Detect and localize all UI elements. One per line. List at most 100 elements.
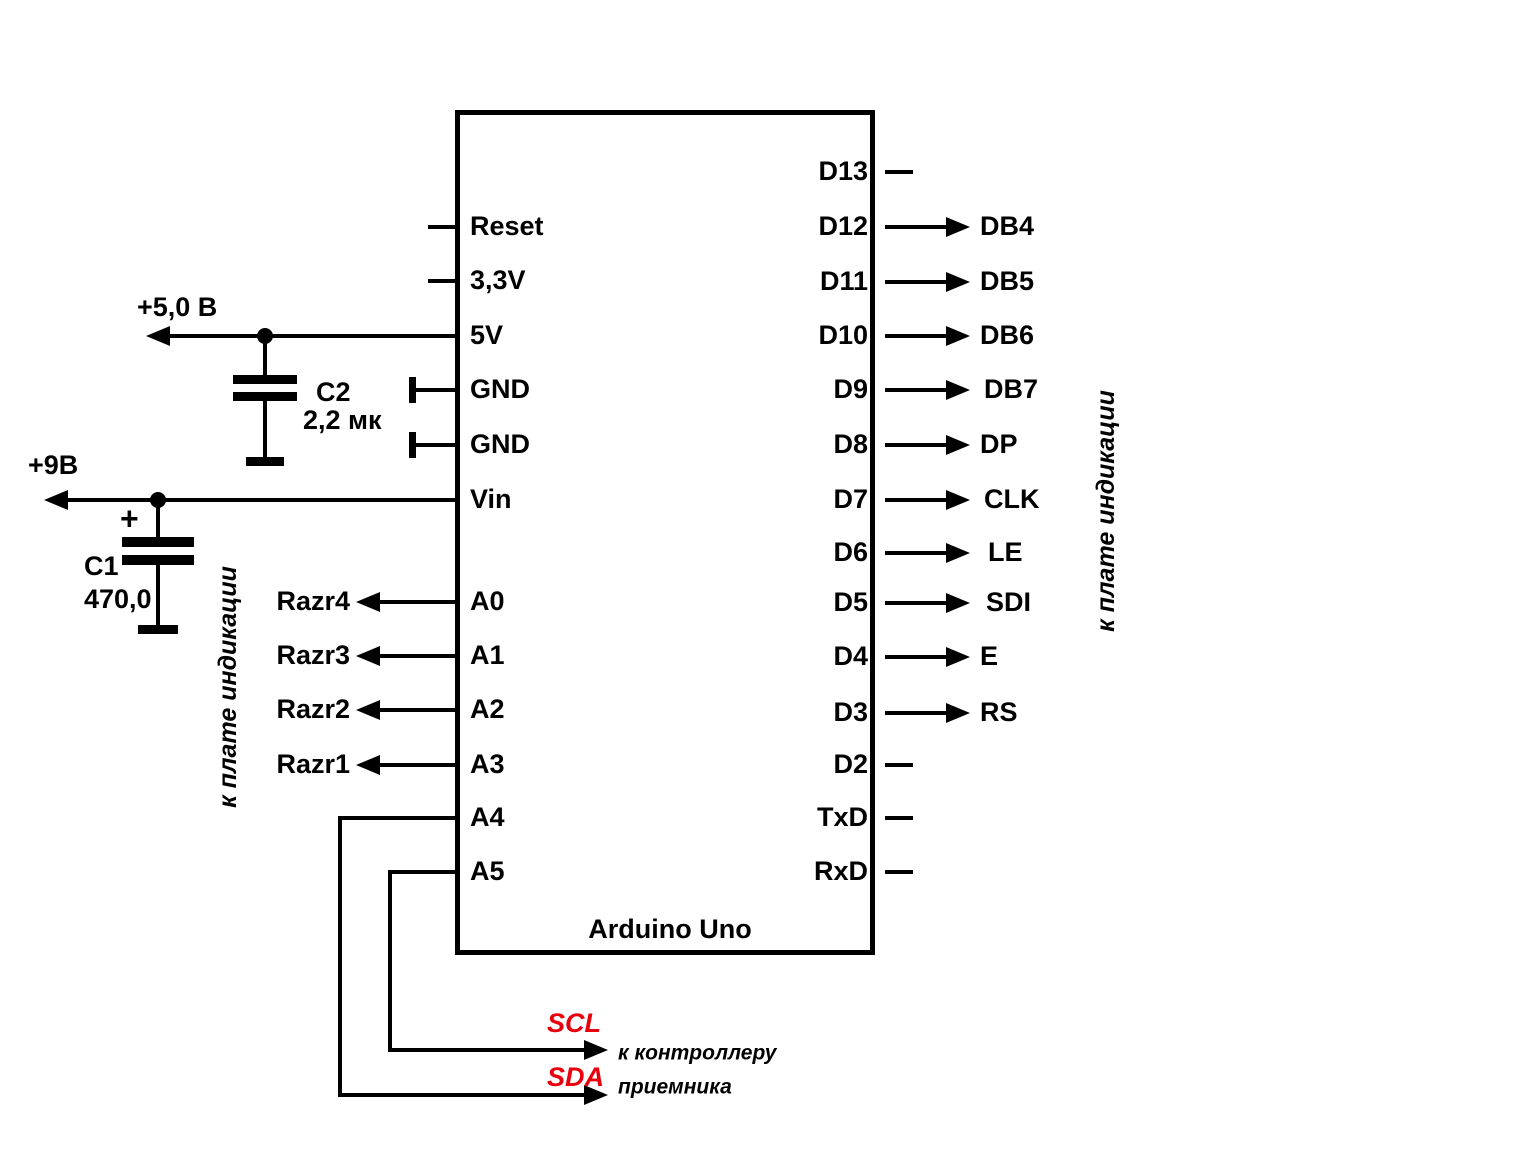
pin-label-a1: A1 [470,640,505,671]
cap-c2-plate-bottom [233,392,297,401]
stub-txd [885,816,913,820]
wire-a5-v [388,870,392,1052]
arrow-right-d11-icon [946,272,970,292]
pin-label-d6: D6 [833,537,868,568]
signal-label-db5: DB5 [980,266,1035,297]
chip-title: Arduino Uno [588,914,752,945]
wire-9v [58,498,455,502]
pin-label-d3: D3 [833,697,868,728]
pin-label-5v: 5V [470,320,504,351]
pin-label-a0: A0 [470,586,505,617]
arrow-right-d8-icon [946,435,970,455]
pin-label-3v3: 3,3V [470,265,526,296]
label-plus9v: +9В [28,450,79,481]
arrow-right-sda-icon [584,1085,608,1105]
wire-d8 [885,443,946,447]
wire-d10 [885,334,946,338]
pin-label-d4: D4 [833,641,868,672]
pin-label-reset: Reset [470,211,544,242]
pin-label-a5: A5 [470,856,505,887]
wire-5v [160,334,455,338]
wire-a5-h2 [388,1048,586,1052]
stub-gnd2-cap [409,432,416,458]
cap-c1-plate-bottom [122,555,194,565]
arrow-right-d5-icon [946,593,970,613]
arrow-right-d3-icon [946,703,970,723]
ground-c2 [246,457,284,466]
signal-label-rs: RS [980,697,1018,728]
arrow-right-d6-icon [946,543,970,563]
wire-d12 [885,225,946,229]
pin-label-d7: D7 [833,484,868,515]
wire-a4-v [338,816,342,1097]
signal-label-e: E [980,641,999,672]
pin-label-d10: D10 [818,320,868,351]
signal-label-razr3: Razr3 [276,640,350,671]
arrow-right-scl-icon [584,1040,608,1060]
pin-label-d12: D12 [818,211,868,242]
arduino-uno-box [455,110,875,955]
wire-d4 [885,655,946,659]
pin-label-a2: A2 [470,694,505,725]
signal-label-razr1: Razr1 [276,749,350,780]
wire-d7 [885,498,946,502]
pin-label-a4: A4 [470,802,505,833]
arrow-left-a2-icon [356,700,380,720]
arrow-left-a1-icon [356,646,380,666]
label-c1-value: 470,0 [84,584,152,615]
label-c1-polarity: + [120,500,139,537]
stub-gnd1 [416,388,455,392]
wire-a0 [378,600,455,604]
wire-a5-h1 [388,870,455,874]
pin-label-gnd2: GND [470,429,530,460]
stub-reset [428,225,455,229]
note-i2c-dest-line2: приемника [618,1075,732,1099]
cap-c1-lead-bottom [156,565,160,625]
stub-d13 [885,170,913,174]
arrow-left-a0-icon [356,592,380,612]
pin-label-d13: D13 [818,156,868,187]
arrow-right-d12-icon [946,217,970,237]
signal-label-clk: CLK [984,484,1040,515]
wire-a2 [378,708,455,712]
signal-label-db6: DB6 [980,320,1035,351]
cap-c1-lead-top [156,500,160,537]
wire-d11 [885,280,946,284]
pin-label-d11: D11 [819,266,868,297]
pin-label-vin: Vin [470,484,512,515]
signal-label-db7: DB7 [984,374,1039,405]
wire-d9 [885,388,946,392]
stub-rxd [885,870,913,874]
cap-c1-plate-top [122,537,194,547]
signal-label-le: LE [988,537,1023,568]
pin-label-txd: TxD [816,802,868,833]
wire-a1 [378,654,455,658]
arrow-right-d7-icon [946,490,970,510]
arrow-right-d10-icon [946,326,970,346]
signal-label-scl: SCL [547,1008,601,1039]
arrow-right-d9-icon [946,380,970,400]
arrow-right-d4-icon [946,647,970,667]
label-c1-name: C1 [84,551,119,582]
pin-label-d8: D8 [833,429,868,460]
pin-label-a3: A3 [470,749,505,780]
signal-label-dp: DP [980,429,1018,460]
arrow-left-a3-icon [356,755,380,775]
note-i2c-dest-line1: к контроллеру [618,1041,777,1065]
signal-label-razr4: Razr4 [276,586,350,617]
wire-d6 [885,551,946,555]
wire-d3 [885,711,946,715]
wire-a4-h2 [338,1093,586,1097]
ground-c1 [138,625,178,634]
pin-label-d2: D2 [833,749,868,780]
label-c2-name: C2 [316,377,351,408]
cap-c2-lead-bottom [263,401,267,457]
signal-label-sdi: SDI [986,587,1032,618]
stub-gnd1-cap [409,377,416,403]
stub-gnd2 [416,443,455,447]
pin-label-d5: D5 [833,587,868,618]
pin-label-rxd: RxD [813,856,868,887]
signal-label-sda: SDA [547,1062,605,1093]
wire-a3 [378,763,455,767]
